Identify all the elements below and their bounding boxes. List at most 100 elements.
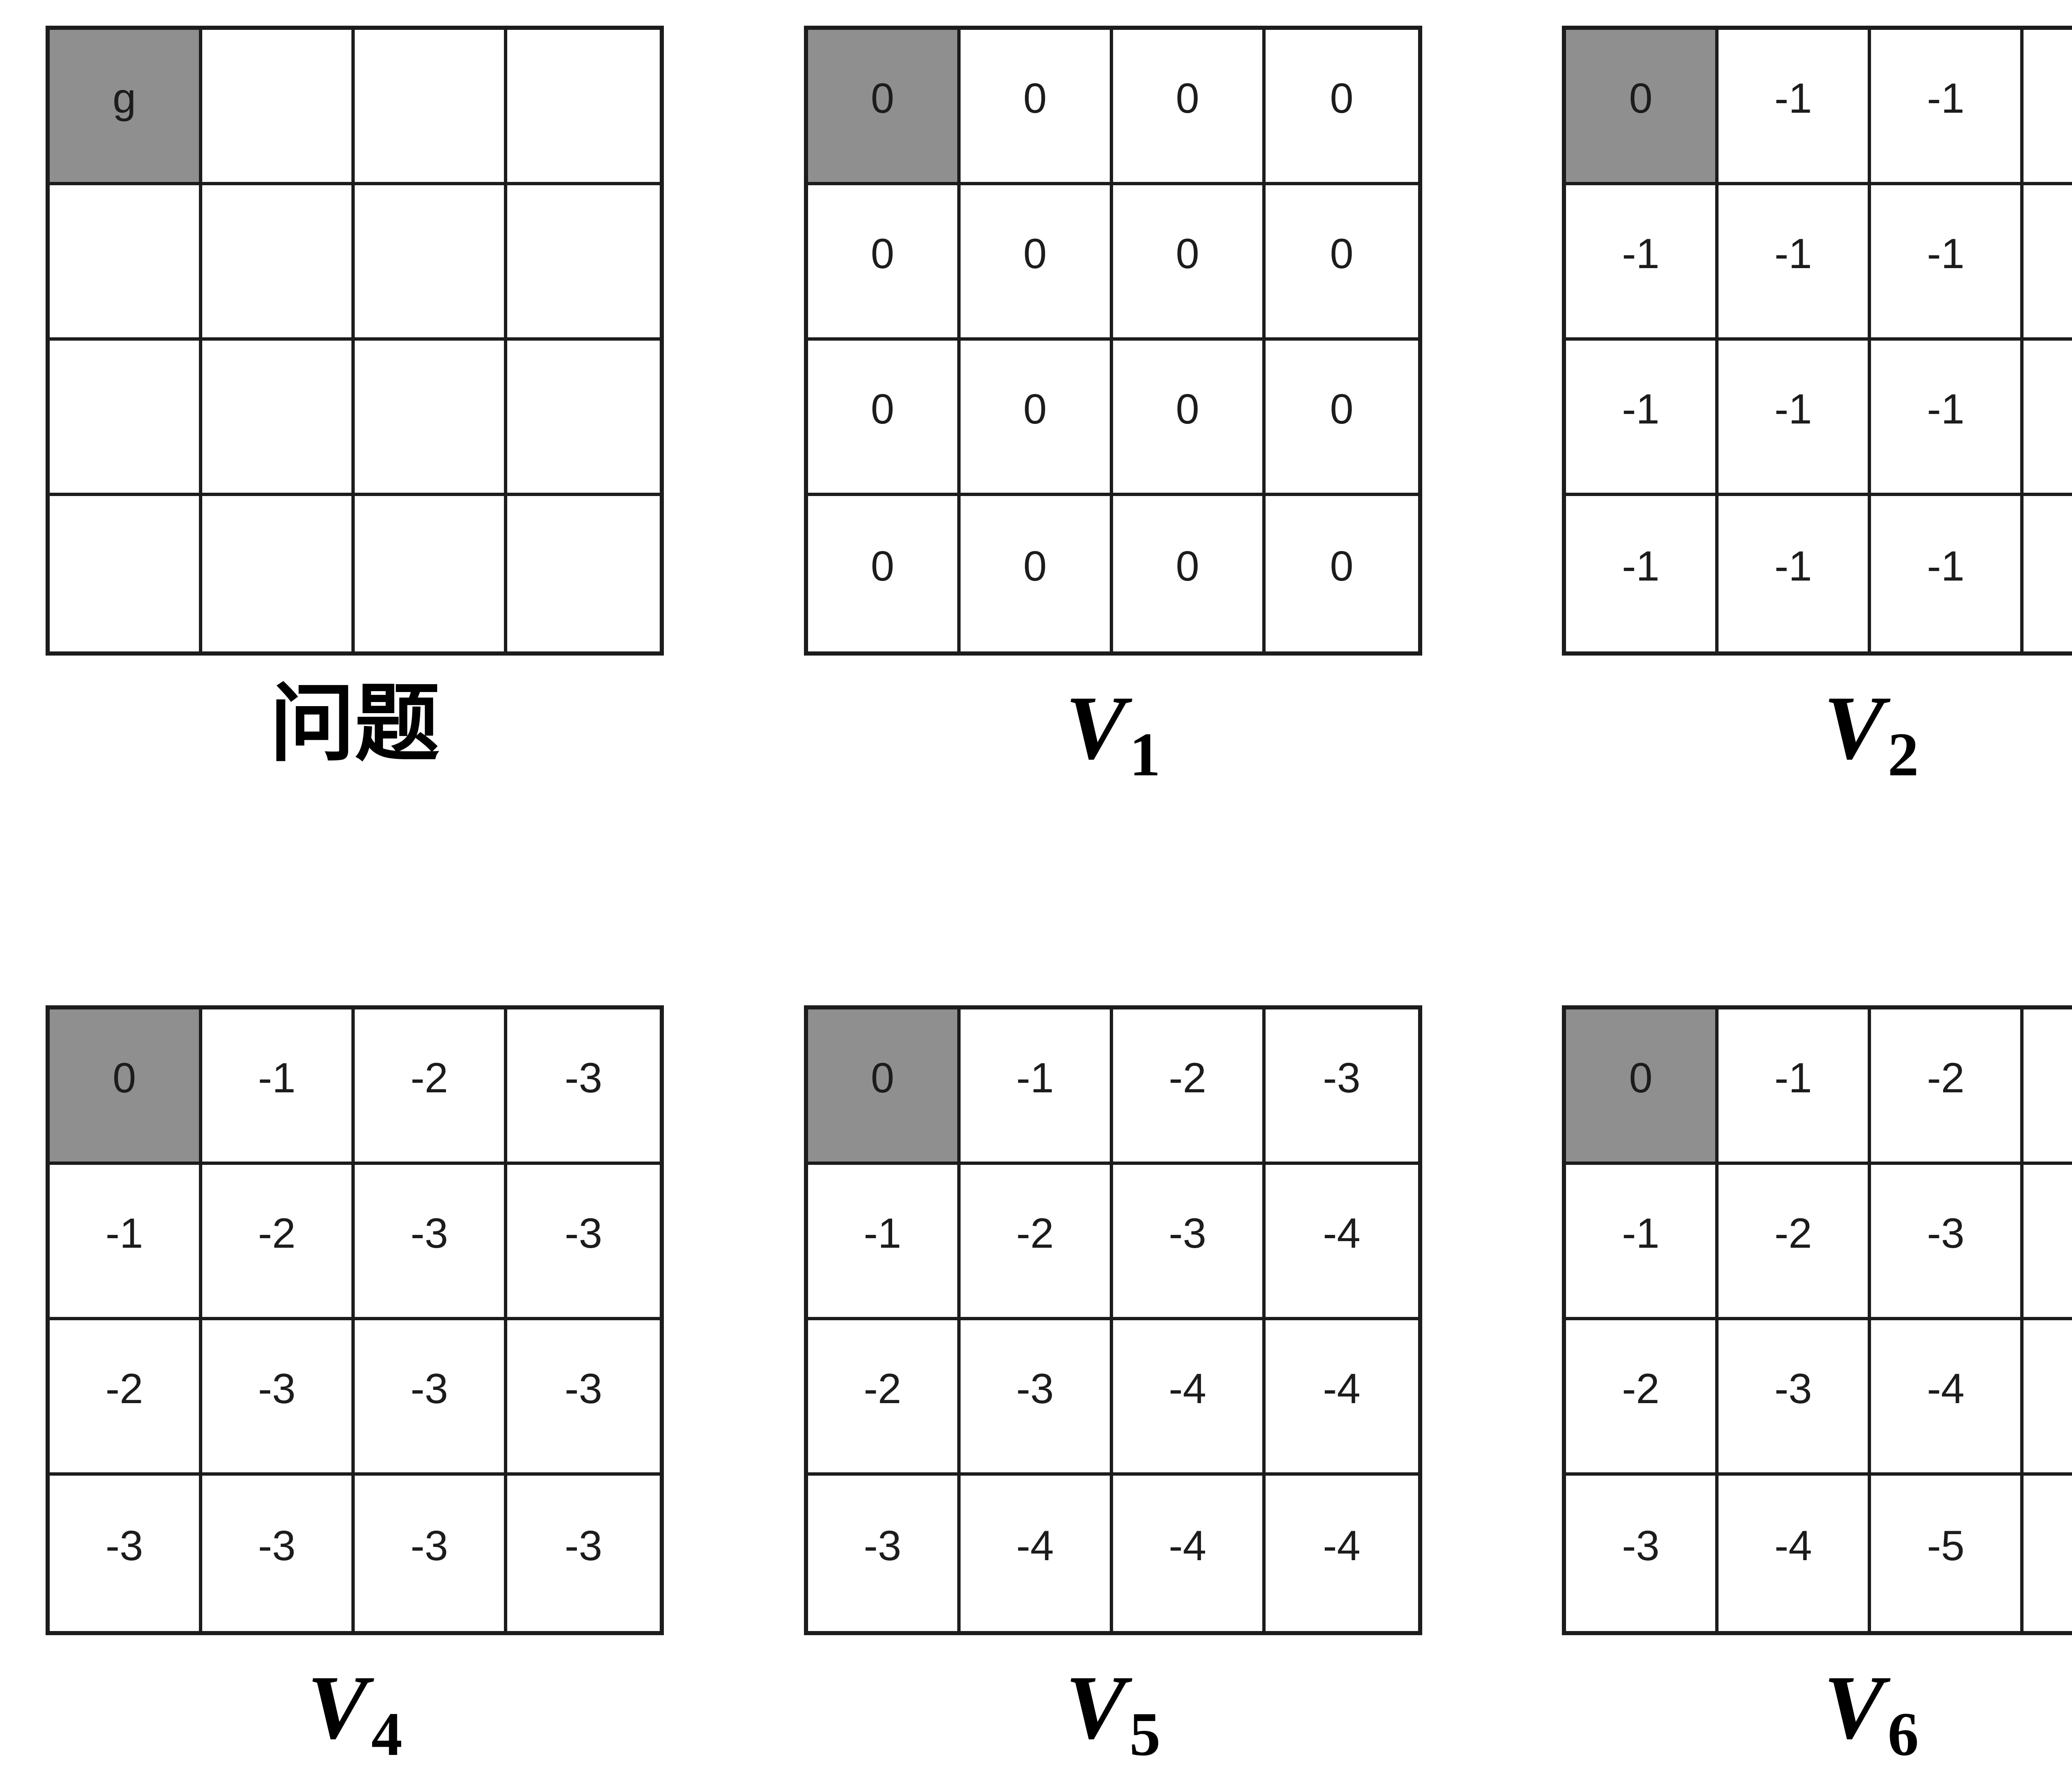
grid-label-base: V [1065,677,1126,778]
grid-cell [50,341,202,496]
grid-cell: -2 [50,1320,202,1476]
grid-cell: -1 [1719,341,1871,496]
grid-cell: -4 [1265,1165,1418,1320]
grid-label-base: V [1823,1657,1885,1758]
goal-cell: 0 [808,30,961,185]
grid-cell: -3 [507,1320,660,1476]
grid-cell: -1 [2024,341,2072,496]
grid-cell [202,341,355,496]
goal-cell: 0 [1566,1009,1719,1165]
goal-cell: g [50,30,202,185]
grid-cell: -3 [2024,1009,2072,1165]
grid-cell [355,30,507,185]
grid-cell: -1 [1719,496,1871,651]
grid-panel-problem: g 问题 [46,26,664,793]
grid-cell: -4 [960,1476,1113,1631]
grid-cell: -4 [1113,1476,1266,1631]
grid-cell: 0 [960,30,1113,185]
value-grid-v4: 0-1-2-3-1-2-3-3-2-3-3-3-3-3-3-3 [46,1005,664,1635]
grid-cell: -3 [355,1165,507,1320]
grid-cell: -1 [1719,1009,1871,1165]
grid-cell: -3 [1265,1009,1418,1165]
grid-cell: -2 [960,1165,1113,1320]
grid-cell: -3 [1719,1320,1871,1476]
grid-label-base: V [1823,677,1885,778]
grid-cell: -2 [808,1320,961,1476]
grid-label-subscript: 5 [1129,1700,1161,1769]
grid-cell [507,341,660,496]
grid-cell: -3 [1566,1476,1719,1631]
grid-cell: 0 [808,341,961,496]
goal-cell: 0 [1566,30,1719,185]
grid-cell: -4 [1265,1476,1418,1631]
grid-cell: -1 [202,1009,355,1165]
grid-cell [355,341,507,496]
grid-cell: -2 [1719,1165,1871,1320]
grid-cell: 0 [1113,496,1266,651]
grid-cell [507,30,660,185]
goal-cell: 0 [50,1009,202,1165]
grid-cell: -1 [2024,496,2072,651]
grid-cell: -4 [1871,1320,2024,1476]
grid-cell [507,496,660,651]
grid-cell: -2 [355,1009,507,1165]
grid-cell: 0 [960,341,1113,496]
grid-panel-v6: 0-1-2-3-1-2-3-4-2-3-4-5-3-4-5-5V6 [1562,1005,2072,1773]
grid-cell: -1 [2024,185,2072,341]
grid-cell: -3 [808,1476,961,1631]
grid-cell: -3 [1871,1165,2024,1320]
value-grid-problem: g [46,26,664,656]
grid-cell: -3 [202,1320,355,1476]
grid-cell: -3 [1113,1165,1266,1320]
value-grid-v2: 0-1-1-1-1-1-1-1-1-1-1-1-1-1-1-1 [1562,26,2072,656]
grid-cell [50,496,202,651]
grid-cell: 0 [1265,30,1418,185]
grid-cell [50,185,202,341]
grid-cell [355,496,507,651]
grid-cell [202,185,355,341]
grid-cell: -3 [202,1476,355,1631]
grid-cell: -1 [2024,30,2072,185]
grid-cell: -1 [1871,185,2024,341]
grid-cell: -2 [1566,1320,1719,1476]
grid-cell: -3 [507,1009,660,1165]
grid-cell: -4 [1265,1320,1418,1476]
grid-cell: -1 [960,1009,1113,1165]
grid-cell: -4 [1719,1476,1871,1631]
grid-cell: 0 [960,496,1113,651]
grid-label-base: 问题 [270,678,440,772]
grid-cell: -2 [1871,1009,2024,1165]
grid-cell [202,496,355,651]
grid-cell [202,30,355,185]
grid-cell: -5 [1871,1476,2024,1631]
grid-cell: -5 [2024,1476,2072,1631]
grid-cell: -2 [1113,1009,1266,1165]
grid-cell [507,185,660,341]
grid-label-subscript: 4 [371,1700,402,1769]
grid-cell: -3 [355,1320,507,1476]
grid-label-subscript: 6 [1888,1700,1919,1769]
value-grid-v5: 0-1-2-3-1-2-3-4-2-3-4-4-3-4-4-4 [804,1005,1422,1635]
grid-cell: 0 [1265,341,1418,496]
grid-cell: -3 [960,1320,1113,1476]
grid-cell: -1 [1566,1165,1719,1320]
grid-label-base: V [1065,1657,1126,1758]
grid-cell: -3 [50,1476,202,1631]
grid-cell: 0 [808,496,961,651]
grid-cell: -1 [1719,30,1871,185]
grid-cell: 0 [1265,185,1418,341]
grid-cell: 0 [1113,185,1266,341]
grid-cell: -5 [2024,1320,2072,1476]
